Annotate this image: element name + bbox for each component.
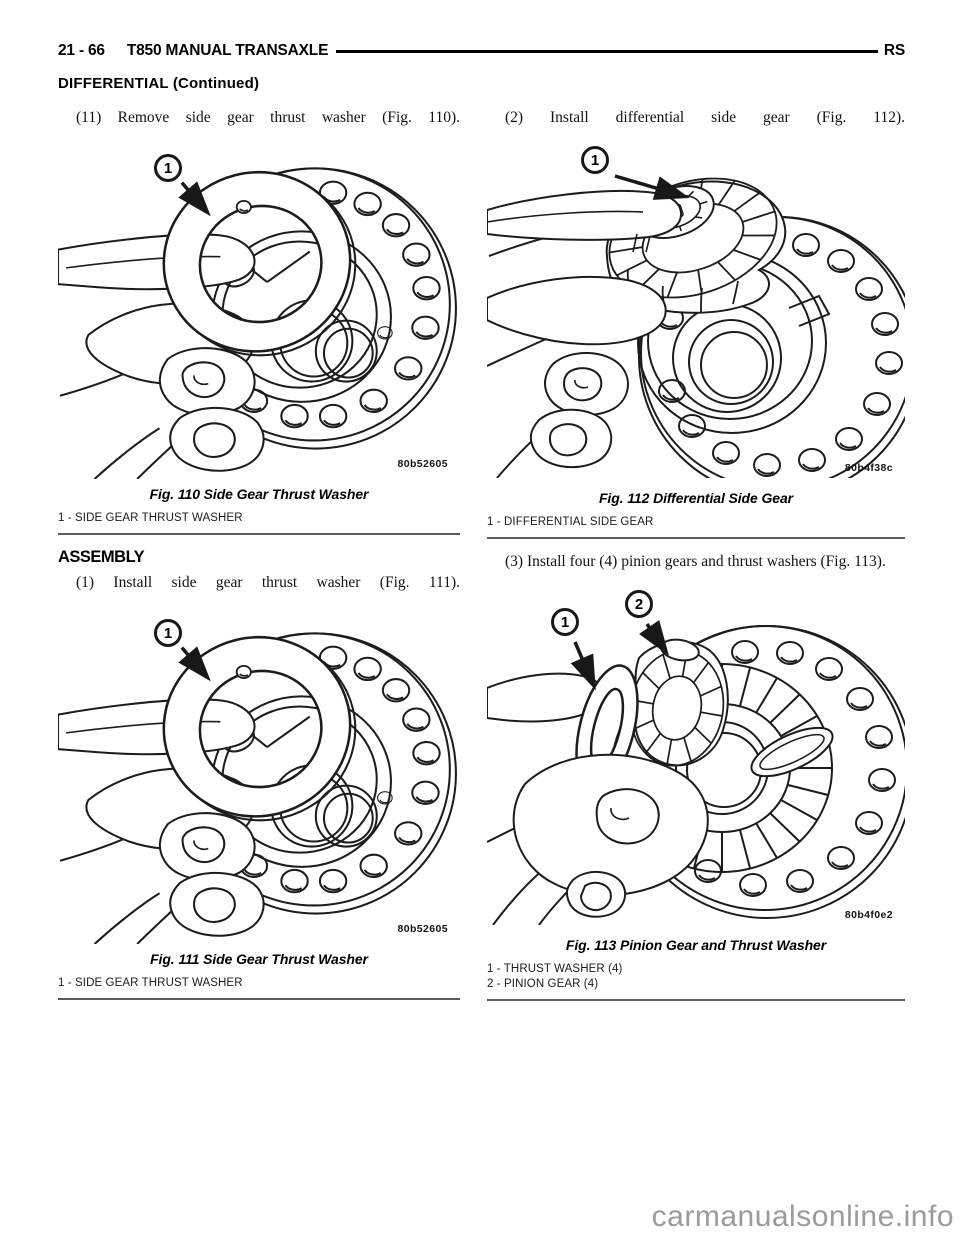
fig112-caption: Fig. 112 Differential Side Gear	[598, 490, 793, 506]
legend-item: 1 - SIDE GEAR THRUST WASHER	[58, 977, 243, 989]
figure-110: 1 80b52605	[58, 142, 460, 474]
callout-1-badge: 1	[154, 154, 182, 182]
fig111-legend: 1 - SIDE GEAR THRUST WASHER	[58, 976, 460, 1000]
figure-code: 80b4f38c	[844, 462, 893, 474]
callout-1-badge: 1	[581, 146, 609, 174]
callout-2-badge: 2	[625, 590, 653, 618]
step-1-text: (1) Install side gear thrust washer (Fig…	[76, 574, 460, 591]
legend-item: 1 - THRUST WASHER (4)	[487, 963, 623, 975]
figure-113: 1 2 80b4f0e2	[487, 580, 905, 925]
legend-item: 2 - PINION GEAR (4)	[487, 978, 599, 990]
fig110-illustration	[58, 142, 460, 479]
fig110-legend: 1 - SIDE GEAR THRUST WASHER	[58, 511, 460, 535]
fig111-caption: Fig. 111 Side Gear Thrust Washer	[150, 951, 368, 967]
legend-item: 1 - SIDE GEAR THRUST WASHER	[58, 512, 243, 524]
right-column: (2) Install differential side gear (Fig.…	[487, 108, 905, 1001]
manual-title: T850 MANUAL TRANSAXLE	[126, 42, 329, 59]
step-11-text: (11) Remove side gear thrust washer (Fig…	[76, 109, 460, 126]
fig110-caption: Fig. 110 Side Gear Thrust Washer	[149, 486, 369, 502]
figure-code: 80b4f0e2	[844, 909, 893, 921]
region-code: RS	[883, 42, 905, 59]
figure-code: 80b52605	[397, 923, 448, 935]
left-column: (11) Remove side gear thrust washer (Fig…	[58, 108, 460, 1001]
watermark-link[interactable]: carmanualsonline.info	[651, 1200, 954, 1233]
figure-111: 1 80b52605	[58, 607, 460, 939]
step-2-text: (2) Install differential side gear (Fig.…	[505, 109, 905, 126]
legend-item: 1 - DIFFERENTIAL SIDE GEAR	[487, 516, 654, 528]
fig113-legend: 1 - THRUST WASHER (4) 2 - PINION GEAR (4…	[487, 962, 905, 1001]
section-heading: DIFFERENTIAL (Continued)	[58, 75, 260, 92]
header-rule	[336, 49, 878, 53]
figure-code: 80b52605	[397, 458, 448, 470]
assembly-heading: ASSEMBLY	[58, 548, 145, 566]
page-header: 21 - 66 T850 MANUAL TRANSAXLE RS	[58, 42, 905, 60]
callout-1-badge: 1	[154, 619, 182, 647]
step-3-text: (3) Install four (4) pinion gears and th…	[505, 553, 886, 570]
fig113-caption: Fig. 113 Pinion Gear and Thrust Washer	[565, 937, 827, 953]
callout-1-badge: 1	[551, 608, 579, 636]
figure-112: 1 80b4f38c	[487, 138, 905, 478]
two-column-layout: (11) Remove side gear thrust washer (Fig…	[58, 108, 905, 1001]
fig112-legend: 1 - DIFFERENTIAL SIDE GEAR	[487, 515, 905, 539]
fig112-illustration	[487, 138, 905, 478]
fig113-illustration	[487, 580, 905, 925]
fig111-illustration	[58, 607, 460, 944]
manual-page: 21 - 66 T850 MANUAL TRANSAXLE RS DIFFERE…	[58, 42, 905, 1001]
page-number: 21 - 66	[58, 42, 105, 59]
